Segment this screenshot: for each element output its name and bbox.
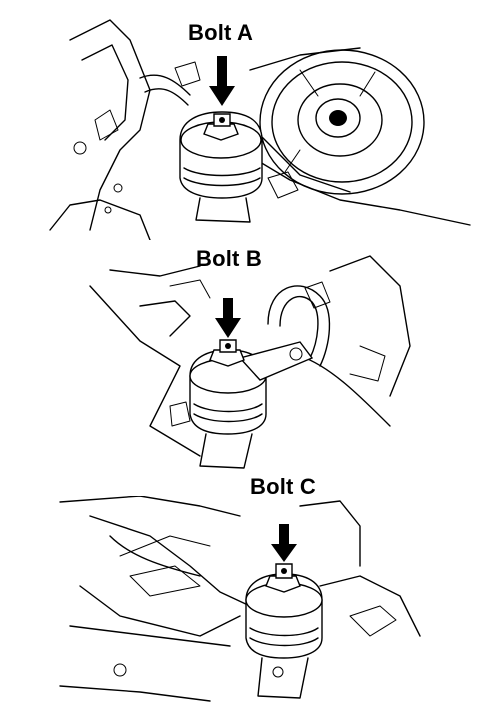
bolt-a-label: Bolt A [188,20,254,45]
down-arrow-icon [209,56,235,106]
bolt-c-label: Bolt C [250,474,316,499]
panel-bolt-a-drawing [0,0,480,240]
down-arrow-icon [215,298,241,338]
down-arrow-icon [271,524,297,562]
bolt-b-label: Bolt B [196,246,262,271]
panel-bolt-c-drawing [0,496,480,720]
panel-bolt-b-drawing [0,246,480,476]
